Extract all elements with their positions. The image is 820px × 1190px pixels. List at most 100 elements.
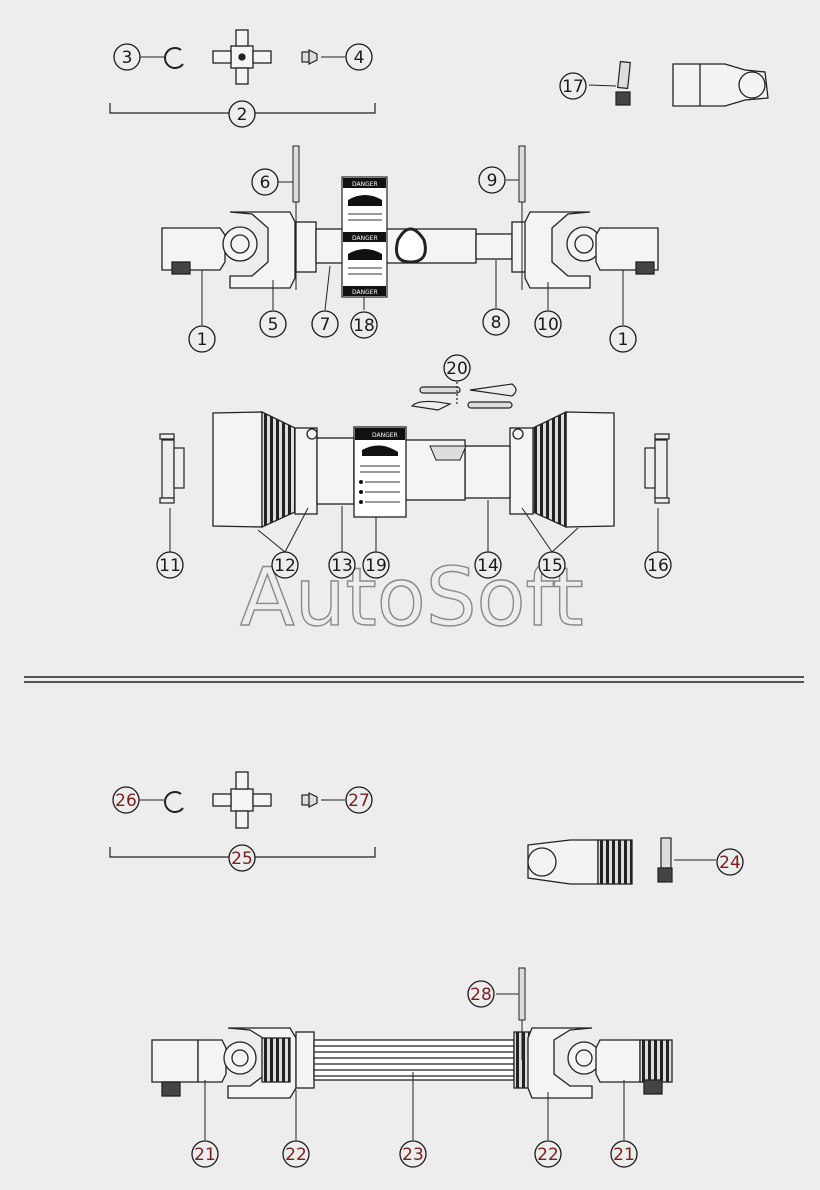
callout-circle — [482, 308, 510, 336]
safety-chains-20 — [410, 378, 517, 411]
snap-ring-part — [164, 47, 184, 69]
callout-circle — [534, 310, 562, 338]
callout-number: 21 — [194, 1145, 216, 1165]
callout-number: 7 — [320, 315, 331, 335]
callout-c11: 11 — [156, 551, 184, 579]
callout-number: 3 — [122, 48, 133, 68]
cross-bearing-part-25 — [212, 771, 272, 829]
callout-number: 6 — [260, 173, 271, 193]
cross-bearing-part — [212, 29, 272, 85]
callout-number: 22 — [537, 1145, 559, 1165]
callout-c25: 25 — [228, 844, 256, 872]
callout-number: 1 — [618, 330, 629, 350]
callout-number: 21 — [613, 1145, 635, 1165]
callout-circle — [644, 551, 672, 579]
bearing-ring-11 — [159, 433, 185, 504]
warning-decal-18: DANGER DANGER DANGER — [341, 176, 388, 298]
callout-circle — [350, 311, 378, 339]
svg-text:DANGER: DANGER — [372, 432, 398, 439]
callout-number: 28 — [470, 985, 492, 1005]
callout-circle — [534, 1140, 562, 1168]
callout-c18: 18 — [350, 311, 378, 339]
callout-number: 23 — [402, 1145, 424, 1165]
callout-c26: 26 — [112, 786, 140, 814]
callout-number: 17 — [562, 77, 584, 97]
leaders-lower — [204, 1072, 625, 1140]
callout-number: 19 — [365, 556, 387, 576]
shear-bolt-part — [615, 60, 631, 106]
callout-c15: 15 — [538, 551, 566, 579]
guard-grease-port — [429, 445, 467, 461]
callout-circle — [251, 168, 279, 196]
callout-circle — [259, 310, 287, 338]
driveshaft-lower — [151, 1027, 673, 1099]
callout-circle — [188, 325, 216, 353]
roll-pin-9 — [518, 145, 526, 203]
callout-circle — [399, 1140, 427, 1168]
callout-number: 26 — [115, 791, 137, 811]
callout-c1b: 1 — [609, 325, 637, 353]
callout-c22a: 22 — [282, 1140, 310, 1168]
callout-circle — [328, 551, 356, 579]
yoke-part-17 — [672, 63, 769, 107]
callout-circle — [467, 980, 495, 1008]
yoke-part-24 — [527, 839, 633, 885]
callout-c21a: 21 — [191, 1140, 219, 1168]
callout-circle — [478, 166, 506, 194]
warning-decal-19: DANGER — [353, 426, 407, 518]
callout-number: 9 — [487, 171, 498, 191]
roll-pin-6 — [292, 145, 300, 203]
callout-circle — [156, 551, 184, 579]
callout-number: 25 — [231, 849, 253, 869]
callout-c1a: 1 — [188, 325, 216, 353]
callout-number: 16 — [647, 556, 669, 576]
callout-c2: 2 — [228, 100, 256, 128]
callout-c3: 3 — [113, 43, 141, 71]
callout-number: 24 — [719, 853, 741, 873]
grease-nipple-part-27 — [301, 792, 318, 808]
callout-circle — [191, 1140, 219, 1168]
callout-c24: 24 — [716, 848, 744, 876]
callout-c8: 8 — [482, 308, 510, 336]
callout-number: 8 — [491, 313, 502, 333]
callout-c7: 7 — [311, 310, 339, 338]
callout-c12: 12 — [271, 551, 299, 579]
callout-circle — [282, 1140, 310, 1168]
callout-circle — [559, 72, 587, 100]
callout-circle — [538, 551, 566, 579]
callout-number: 15 — [541, 556, 563, 576]
callout-c16: 16 — [644, 551, 672, 579]
callout-circle — [474, 551, 502, 579]
driveshaft-upper — [161, 211, 659, 289]
callout-number: 13 — [331, 556, 353, 576]
callout-number: 27 — [348, 791, 370, 811]
callout-c14: 14 — [474, 551, 502, 579]
callout-c6: 6 — [251, 168, 279, 196]
callout-circle — [112, 786, 140, 814]
callout-circle — [311, 310, 339, 338]
callout-c21b: 21 — [610, 1140, 638, 1168]
callout-number: 2 — [237, 105, 248, 125]
snap-ring-part-26 — [164, 791, 184, 813]
callout-number: 12 — [274, 556, 296, 576]
callout-circle — [228, 844, 256, 872]
callout-circle — [345, 786, 373, 814]
guard-cone-left — [212, 410, 355, 529]
callout-c9: 9 — [478, 166, 506, 194]
callout-c17: 17 — [559, 72, 587, 100]
svg-text:DANGER: DANGER — [352, 181, 378, 188]
callout-number: 14 — [477, 556, 499, 576]
callout-number: 4 — [354, 48, 365, 68]
callout-number: 18 — [353, 316, 375, 336]
callout-number: 11 — [159, 556, 181, 576]
bearing-ring-16 — [644, 433, 670, 504]
callout-circle — [609, 325, 637, 353]
callout-circle — [610, 1140, 638, 1168]
roll-pin-28 — [518, 967, 526, 1021]
callout-c28: 28 — [467, 980, 495, 1008]
callout-number: 1 — [197, 330, 208, 350]
callout-circle — [345, 43, 373, 71]
grease-nipple-part — [301, 49, 318, 65]
